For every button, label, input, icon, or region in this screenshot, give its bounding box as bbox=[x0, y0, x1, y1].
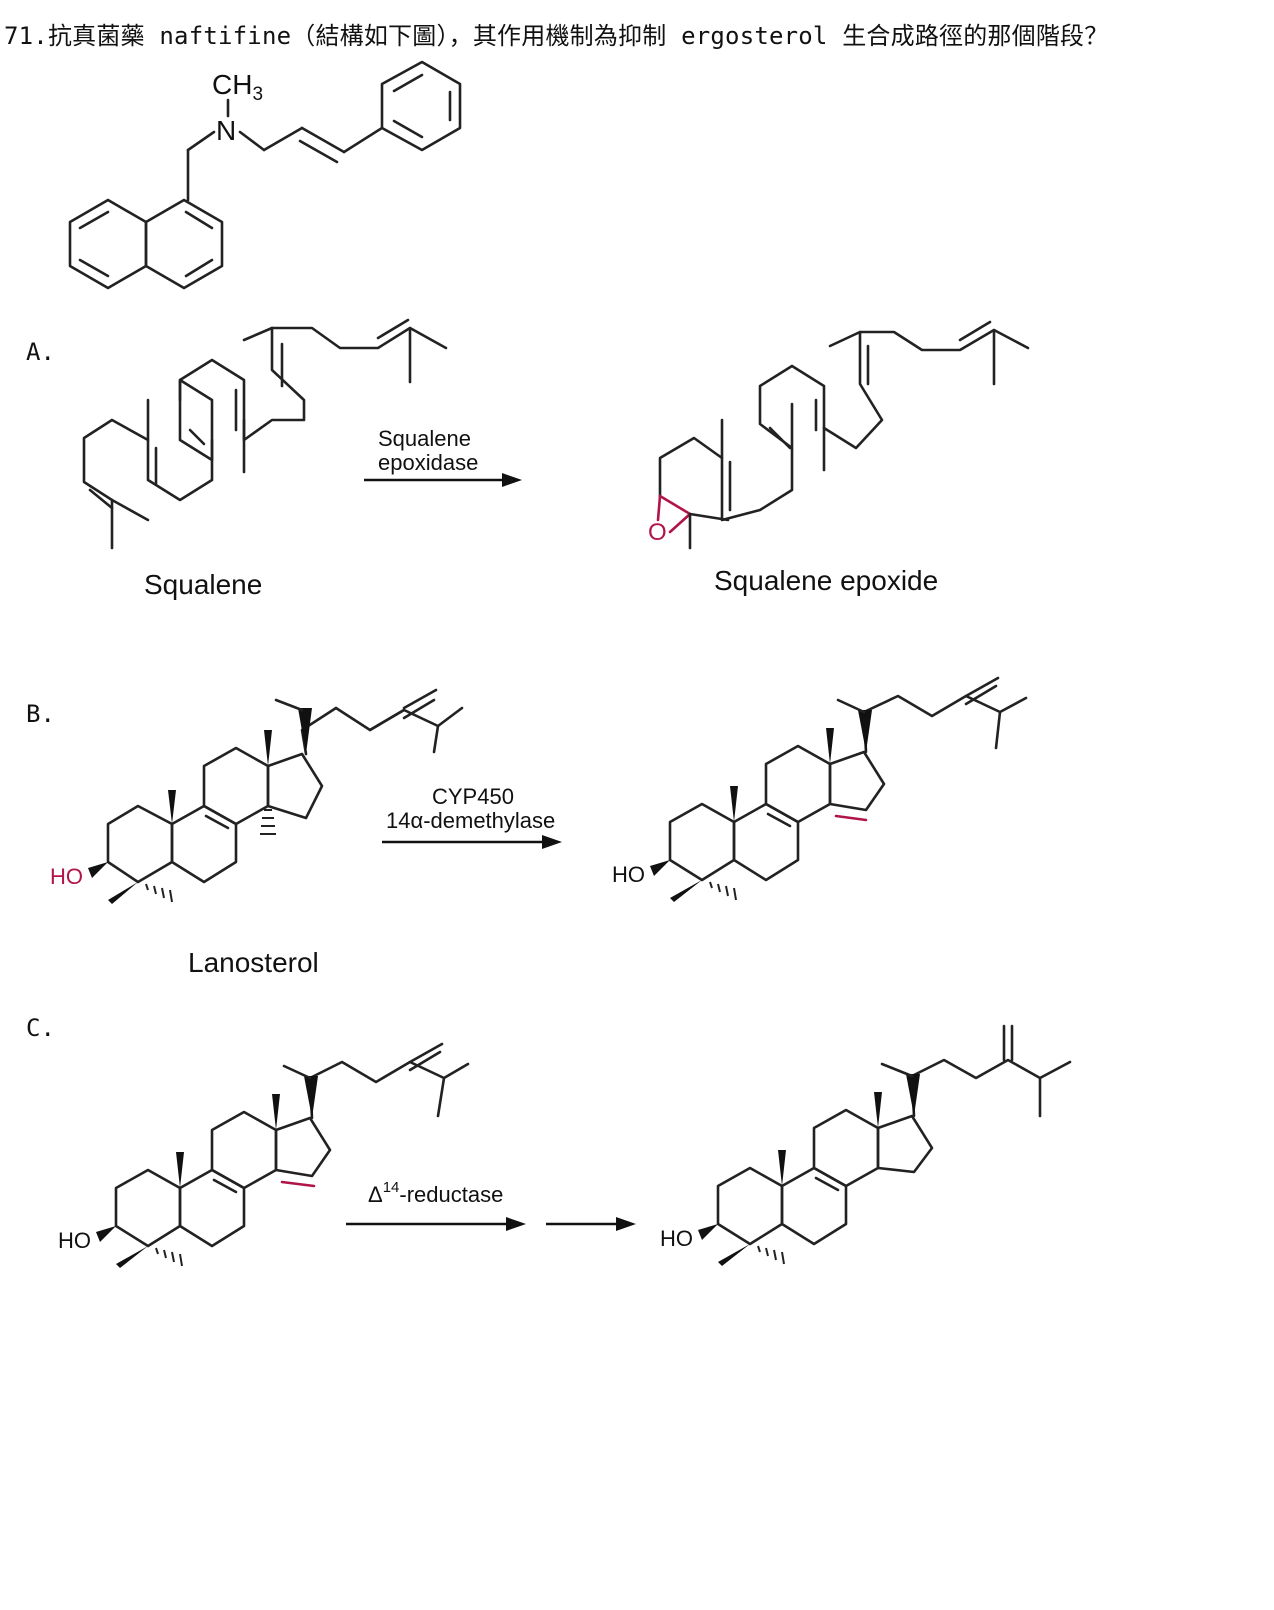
option-a-label: A. bbox=[26, 338, 55, 366]
enzyme-a-line1: Squalene bbox=[378, 426, 471, 451]
squalene-structure bbox=[82, 318, 448, 550]
squalene-label: Squalene bbox=[144, 569, 262, 600]
lanosterol-hydroxyl-label: HO bbox=[50, 864, 83, 889]
lanosterol-label: Lanosterol bbox=[188, 947, 319, 978]
squalene-epoxide-structure: O bbox=[648, 320, 1030, 550]
naftifine-structure: CH3 N bbox=[68, 60, 462, 290]
question-body: 抗真菌藥 naftifine（結構如下圖），其作用機制為抑制 ergostero… bbox=[47, 22, 1109, 50]
c-product-structure: HO bbox=[660, 1024, 1072, 1266]
product-b-hydroxyl-label: HO bbox=[612, 862, 645, 887]
c-substrate-hydroxyl-label: HO bbox=[58, 1228, 91, 1253]
demethylase-arrow: CYP450 14α-demethylase bbox=[382, 784, 562, 849]
epoxide-oxygen-label: O bbox=[648, 519, 667, 546]
question-text: 71.抗真菌藥 naftifine（結構如下圖），其作用機制為抑制 ergost… bbox=[4, 16, 1108, 51]
c-product-hydroxyl-label: HO bbox=[660, 1226, 693, 1251]
lanosterol-structure: HO bbox=[50, 688, 464, 904]
methyl-label: CH3 bbox=[212, 69, 263, 105]
enzyme-c-label: Δ14-reductase bbox=[368, 1179, 503, 1207]
squalene-epoxide-label: Squalene epoxide bbox=[714, 565, 938, 596]
nitrogen-label: N bbox=[216, 115, 236, 146]
question-number: 71. bbox=[4, 22, 48, 50]
option-c-label: C. bbox=[26, 1014, 55, 1042]
enzyme-b-line1: CYP450 bbox=[432, 784, 514, 809]
squalene-epoxidase-arrow: Squalene epoxidase bbox=[364, 426, 522, 487]
enzyme-a-line2: epoxidase bbox=[378, 450, 478, 475]
option-b-label: B. bbox=[26, 700, 55, 728]
enzyme-b-line2: 14α-demethylase bbox=[386, 808, 555, 833]
c-substrate-structure: HO bbox=[58, 1042, 470, 1268]
demethylated-product-structure: HO bbox=[612, 676, 1028, 902]
reductase-arrows: Δ14-reductase bbox=[346, 1179, 636, 1231]
